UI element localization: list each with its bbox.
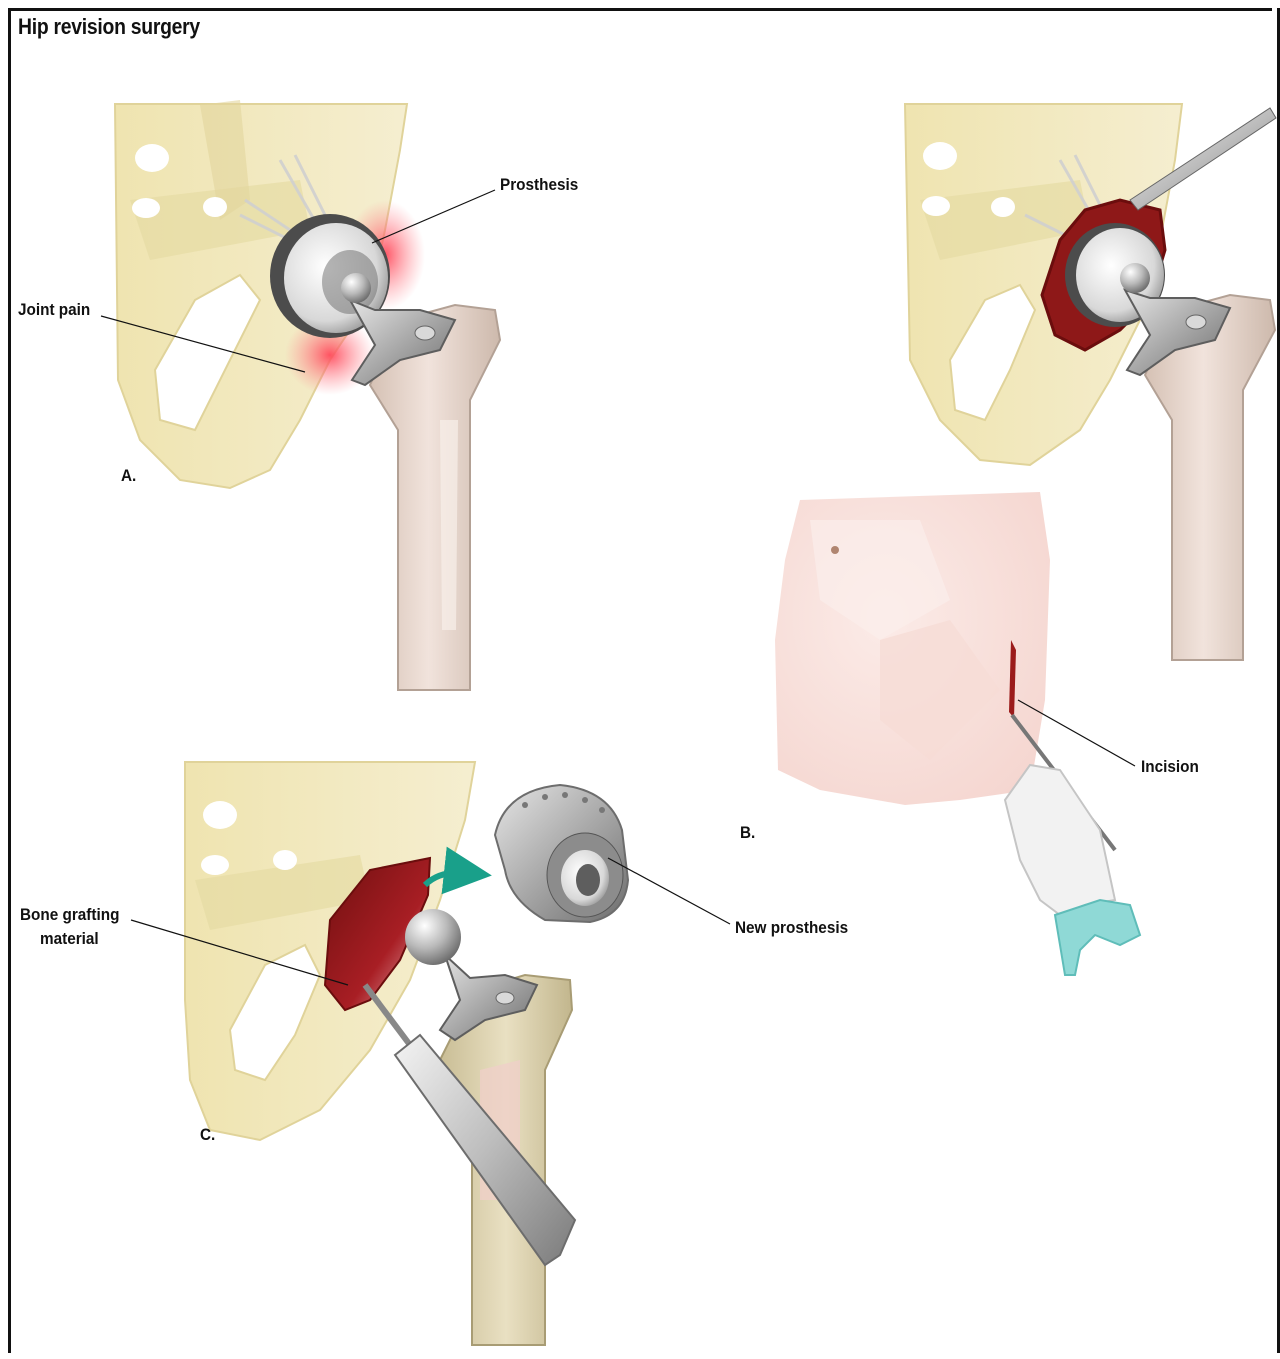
panel-b-letter: B. <box>740 823 755 843</box>
incision-label: Incision <box>1141 757 1199 777</box>
panel-c-illustration <box>131 762 730 1345</box>
bone-graft-label-line1: Bone grafting <box>20 905 119 925</box>
new-prosthesis-label: New prosthesis <box>735 918 848 938</box>
bone-graft-label-line2: material <box>40 929 99 949</box>
panel-a-letter: A. <box>121 466 136 486</box>
panel-a-illustration <box>101 100 500 690</box>
panel-b-body-illustration <box>775 492 1140 975</box>
panel-c-letter: C. <box>200 1125 215 1145</box>
joint-pain-label: Joint pain <box>18 300 90 320</box>
prosthesis-label: Prosthesis <box>500 175 578 195</box>
